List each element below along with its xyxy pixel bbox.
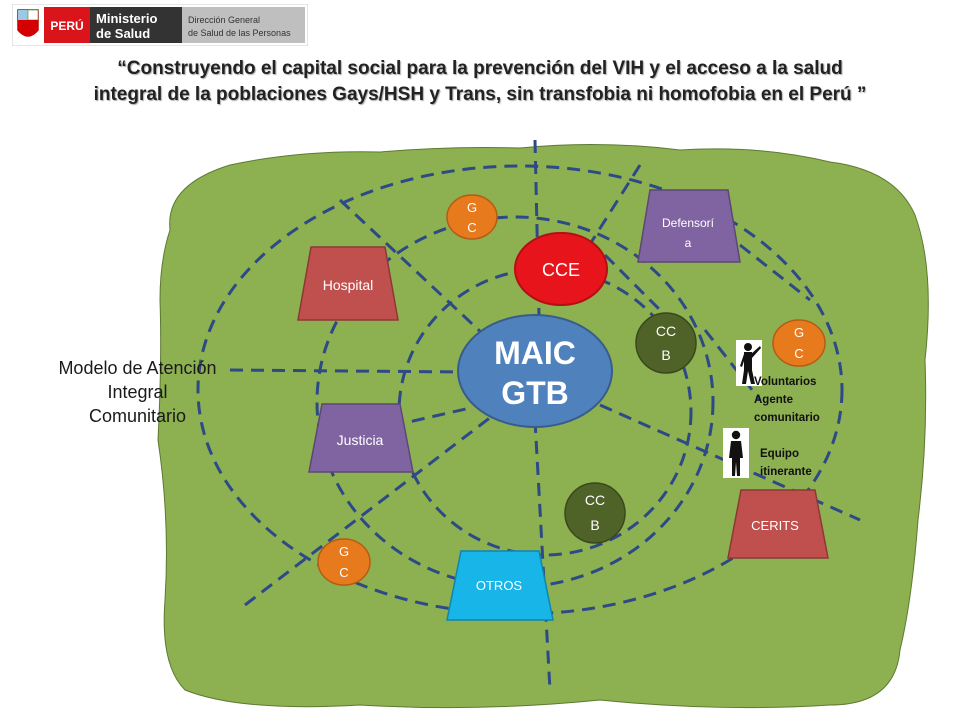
cerits-label: CERITS [751,518,799,533]
hospital-label: Hospital [323,277,374,293]
volunteer-person-icon [736,340,762,386]
defensoria-node [637,189,741,263]
voluntarios-line2: Agente [754,394,793,406]
cce-node [514,232,608,306]
gc-right-line2: C [794,346,803,361]
maic-center-node [457,314,613,428]
center-line1: MAIC [494,335,576,371]
defensoria-label-line1: Defensorí [662,216,715,230]
voluntarios-line1: Voluntarios [754,376,816,388]
title-line2: integral de la poblaciones Gays/HSH y Tr… [93,84,867,105]
ministry-logo: PERÚ Ministerio de Salud Dirección Gener… [12,4,308,46]
model-label: Modelo de Atención Integral Comunitario [30,356,245,428]
equipo-line1: Equipo [760,448,799,460]
title-line1: “Construyendo el capital social para la … [117,58,843,79]
justicia-node [308,403,414,473]
center-line2: GTB [501,375,569,411]
hospital-node [297,246,399,321]
ccb-right-line1: CC [656,323,676,339]
defensoria-label-line2: a [685,236,692,250]
ministry-line2: de Salud [96,26,150,41]
peru-box [44,7,90,43]
justicia-label: Justicia [337,432,384,448]
otros-label: OTROS [476,578,523,593]
gc-node-bottom [317,538,371,586]
ministry-line1: Ministerio [96,11,157,26]
ccb-right-line2: B [661,347,670,363]
model-label-line2: Integral [107,382,168,402]
ccb-bottom-line2: B [590,517,599,533]
gc-top-line1: G [467,200,477,215]
gc-right-line1: G [794,325,804,340]
page-title: “Construyendo el capital social para la … [0,56,960,108]
direction-line1: Dirección General [188,15,260,25]
model-label-line1: Modelo de Atención [58,358,217,378]
country-text: PERÚ [50,18,83,33]
gc-bottom-line1: G [339,544,349,559]
voluntarios-line3: comunitario [754,412,820,424]
direction-line2: de Salud de las Personas [188,28,291,38]
team-person-icon [723,428,749,478]
ccb-bottom-line1: CC [585,492,605,508]
model-label-line3: Comunitario [88,406,187,426]
gc-top-line2: C [467,220,476,235]
ccb-node-bottom [564,482,626,544]
gc-node-top [446,194,498,240]
cerits-node [727,489,829,559]
gc-bottom-line2: C [339,565,348,580]
equipo-line2: itinerante [760,466,812,478]
ccb-node-right [635,312,697,374]
otros-node [446,550,554,621]
cce-label: CCE [542,260,580,280]
gc-node-right [772,319,826,367]
